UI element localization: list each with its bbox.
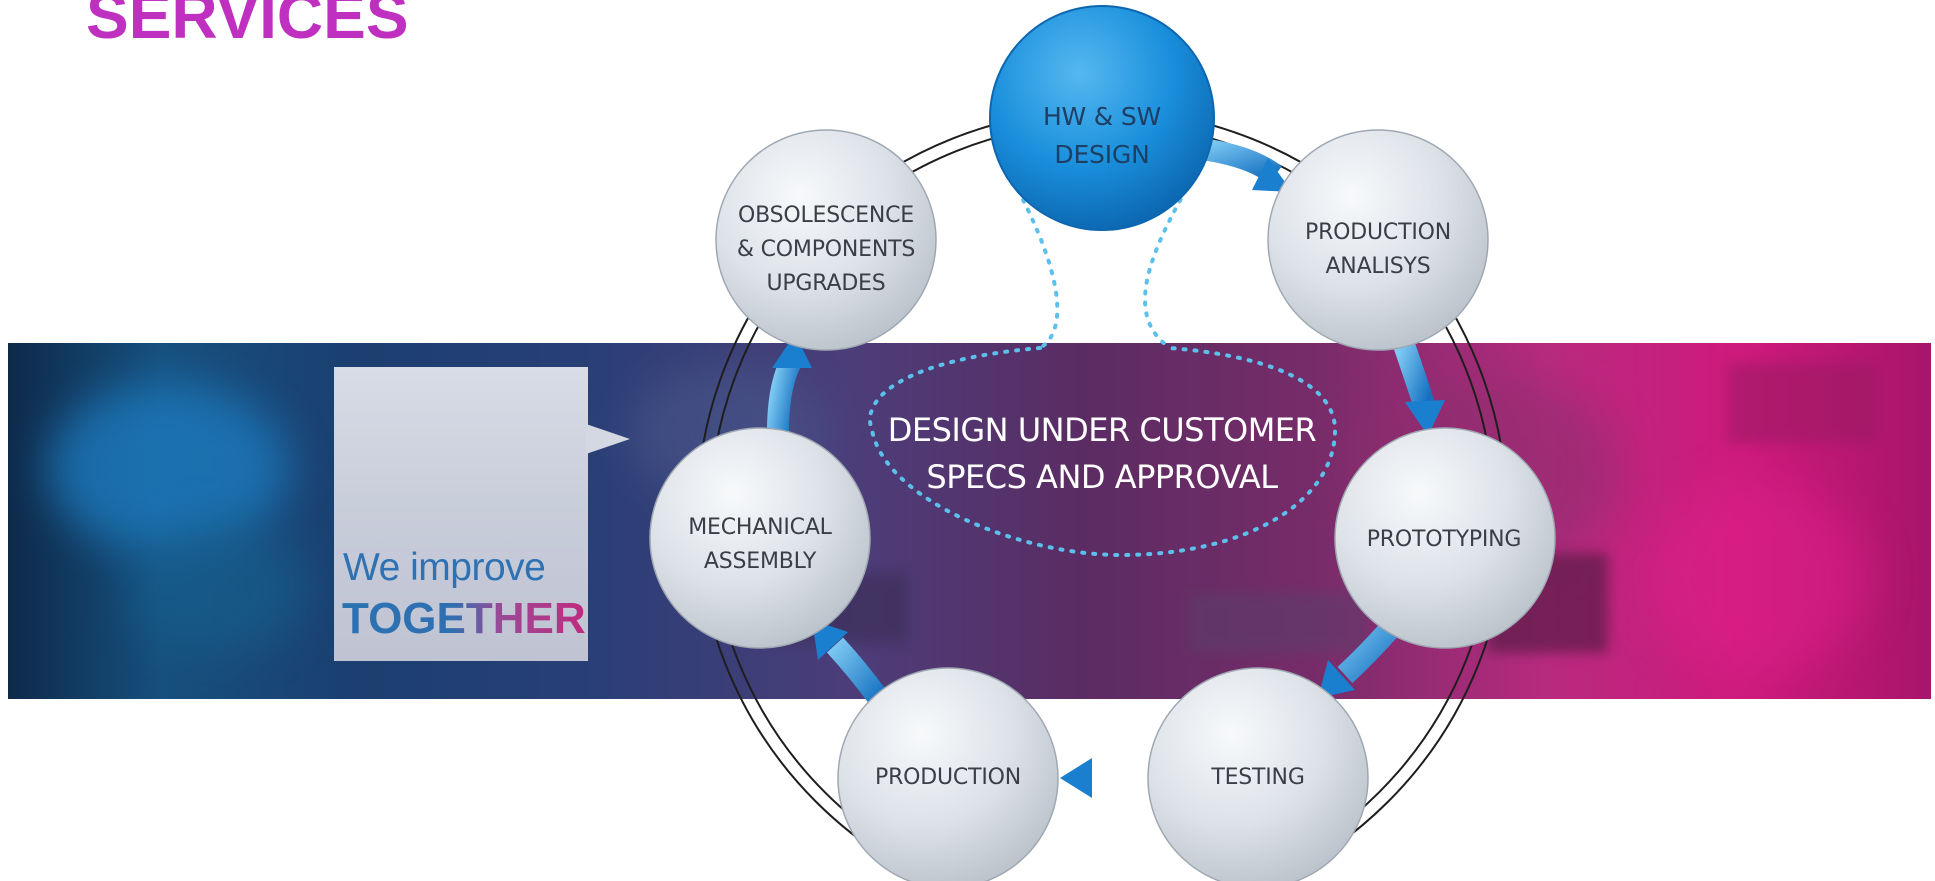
node-production-analisys — [1267, 129, 1489, 351]
node-label-testing: TESTING — [1211, 765, 1305, 790]
node-testing — [1147, 667, 1369, 881]
tagline-we-improve: We improve — [343, 546, 546, 589]
node-prototyping — [1334, 427, 1556, 649]
tagline-together: TOGETHER — [342, 594, 586, 643]
node-obsolescence — [715, 129, 937, 351]
page-title: SERVICES — [86, 0, 409, 52]
node-label-hw-sw-design: HW & SW DESIGN — [1042, 102, 1162, 169]
dotted-center-cloud — [868, 346, 1338, 558]
node-mechanical-assembly — [649, 427, 871, 649]
flow-arrow-design-to-analysis — [1193, 137, 1292, 192]
node-label-prototyping: PROTOTYPING — [1366, 527, 1522, 552]
flow-arrow-testing-to-production — [1060, 758, 1155, 798]
flow-arrow-prototyping-to-testing — [1318, 614, 1405, 698]
center-label: DESIGN UNDER CUSTOMER SPECS AND APPROVAL — [887, 411, 1317, 496]
tagline-card-pointer — [586, 424, 630, 454]
node-production — [837, 667, 1059, 881]
dotted-link-left — [1016, 188, 1060, 350]
node-label-production: PRODUCTION — [875, 765, 1021, 790]
node-label-obsolescence: OBSOLESCENCE & COMPONENTS UPGRADES — [736, 203, 916, 296]
tagline-card — [334, 367, 588, 661]
node-label-production-analisys: PRODUCTION ANALISYS — [1305, 220, 1451, 279]
flow-arrow-mechanical-to-obsolescence — [767, 334, 812, 433]
node-label-mechanical-assembly: MECHANICAL ASSEMBLY — [688, 515, 832, 574]
node-hw-sw-design — [989, 5, 1215, 231]
flow-arrow-production-to-mechanical — [812, 620, 889, 707]
flow-arrow-analysis-to-prototyping — [1392, 338, 1445, 436]
